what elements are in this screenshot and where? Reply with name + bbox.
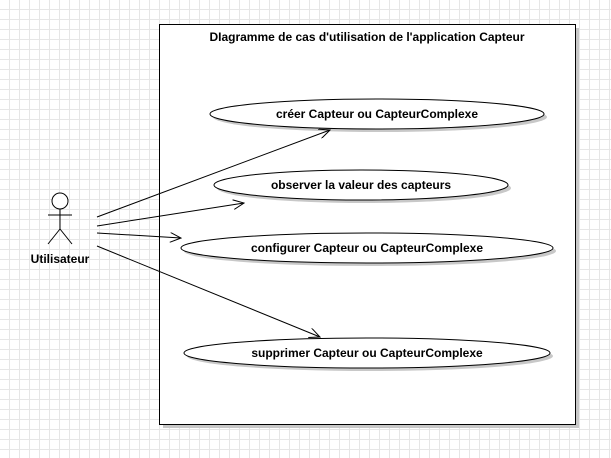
actor-left-leg: [47, 228, 61, 245]
use-case-ellipse: [209, 98, 545, 130]
association-supprimer[interactable]: [96, 245, 320, 337]
actor-right-leg: [59, 228, 73, 245]
use-case-label: supprimer Capteur ou CapteurComplexe: [251, 346, 483, 360]
association-configurer[interactable]: [96, 233, 181, 238]
actor-head: [51, 192, 69, 210]
use-case-label: configurer Capteur ou CapteurComplexe: [251, 241, 483, 255]
actor-name: Utilisateur: [31, 252, 90, 266]
use-case-ellipse: [180, 232, 554, 264]
use-case-ellipse: [183, 337, 551, 369]
use-case-observer[interactable]: observer la valeur des capteurs: [213, 169, 511, 203]
use-case-configurer[interactable]: configurer Capteur ou CapteurComplexe: [180, 232, 556, 266]
association-creer[interactable]: [96, 130, 330, 218]
use-case-label: créer Capteur ou CapteurComplexe: [276, 107, 478, 121]
use-case-label: observer la valeur des capteurs: [271, 178, 451, 192]
use-case-ellipse: [213, 169, 509, 201]
use-case-supprimer[interactable]: supprimer Capteur ou CapteurComplexe: [183, 337, 553, 371]
system-title: DIagramme de cas d'utilisation de l'appl…: [209, 30, 524, 44]
actor-utilisateur[interactable]: [47, 192, 73, 245]
use-case-creer[interactable]: créer Capteur ou CapteurComplexe: [209, 98, 547, 132]
association-observer[interactable]: [96, 203, 244, 227]
